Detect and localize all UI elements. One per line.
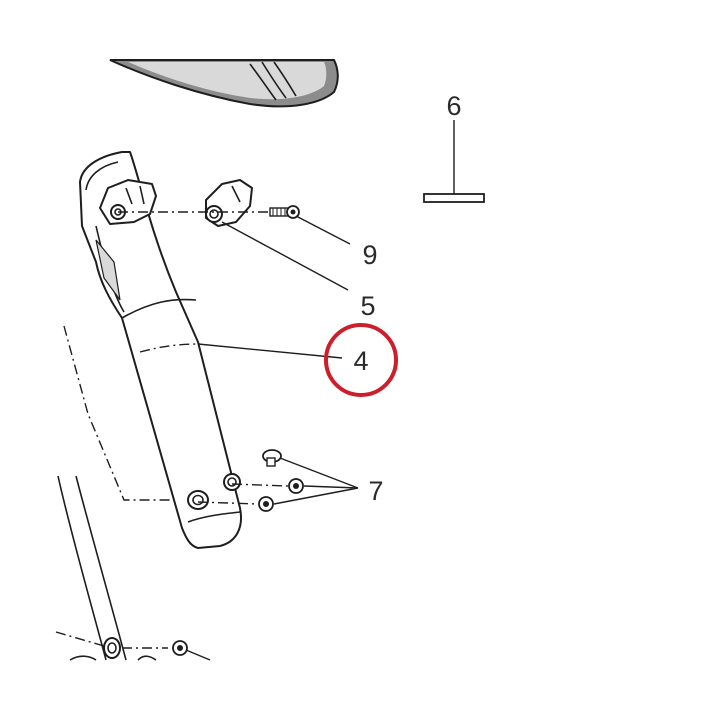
mount-holes-lower [187, 473, 241, 510]
callout-9: 9 [362, 240, 377, 270]
leader-7 [273, 457, 359, 505]
callout-4: 4 [353, 346, 368, 376]
leader-9 [295, 215, 351, 245]
bracket-part-5 [205, 179, 253, 227]
highlight-circle [324, 323, 398, 397]
leader-5 [221, 221, 349, 291]
callout-5: 5 [360, 291, 375, 321]
foam-strip-part-6 [423, 120, 485, 203]
frame-edge-left [57, 475, 107, 661]
screws-part-7 [258, 449, 304, 512]
frame-edge-inner [75, 475, 127, 661]
screw-part-9 [269, 205, 300, 219]
frame-outline-dashed [63, 325, 170, 501]
callout-7: 7 [368, 476, 383, 506]
lower-fasteners [55, 631, 211, 661]
side-cover-part-4 [79, 151, 242, 549]
leader-4 [197, 343, 343, 359]
top-cover-part [109, 59, 339, 108]
callout-6: 6 [446, 91, 461, 121]
assembly-axis-7a [231, 483, 289, 487]
